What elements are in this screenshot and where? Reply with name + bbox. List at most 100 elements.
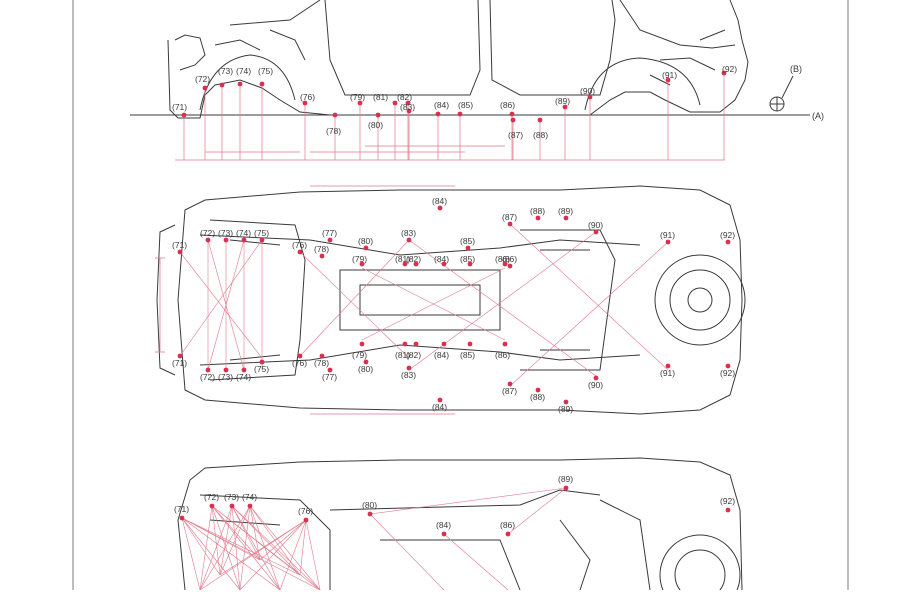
top-inner-lower-5: (85) — [460, 341, 475, 360]
bottom-point-1-dot — [179, 515, 185, 521]
top-inner-lower-1-label: (79) — [352, 350, 367, 360]
side-point-76: (76) — [300, 92, 315, 106]
top-inner-upper-4-dot — [441, 261, 447, 267]
top-lower-point-8-label: (77) — [322, 372, 337, 382]
bottom-diagonal-37 — [443, 533, 509, 591]
bottom-point-6: (80) — [362, 500, 377, 517]
top-inner-upper-6-label: (86) — [495, 254, 510, 264]
bottom-point-10-label: (92) — [720, 496, 735, 506]
side-point-74: (74) — [236, 66, 251, 87]
bottom-point-2-dot — [209, 503, 215, 509]
bottom-point-7-label: (84) — [436, 520, 451, 530]
bottom-point-2-label: (72) — [204, 492, 219, 502]
side-front-wheel-arch — [199, 54, 296, 111]
top-inner-lower-2: (81) — [395, 341, 410, 360]
side-point-83-dot — [406, 108, 412, 114]
top-lower-point-14: (89) — [558, 399, 573, 414]
top-inner-lower-3-label: (82) — [406, 350, 421, 360]
bottom-point-3-label: (73) — [224, 492, 239, 502]
top-lower-point-3-label: (73) — [218, 372, 233, 382]
side-point-78-label: (78) — [326, 126, 341, 136]
side-point-80: (80) — [368, 112, 383, 130]
top-upper-point-1-dot — [177, 249, 183, 255]
top-upper-point-13-dot — [507, 263, 513, 269]
side-point-84-label: (84) — [434, 100, 449, 110]
top-inner-lower-3: (82) — [406, 341, 421, 360]
top-upper-point-15-dot — [535, 215, 541, 221]
side-point-87-dot — [510, 117, 516, 123]
side-point-85-dot — [457, 111, 463, 117]
side-point-84: (84) — [434, 100, 449, 117]
top-lower-point-13-dot — [535, 387, 541, 393]
side-point-81-dot — [392, 100, 398, 106]
top-upper-point-7-label: (78) — [314, 244, 329, 254]
bottom-diagonal-22 — [199, 505, 251, 591]
top-upper-point-3: (73) — [218, 228, 233, 243]
top-diagonal-11 — [509, 223, 669, 371]
bottom-point-9-label: (89) — [558, 474, 573, 484]
bottom-point-9: (89) — [558, 474, 573, 491]
top-upper-point-4-label: (74) — [236, 228, 251, 238]
bottom-diagonal-35 — [219, 519, 307, 576]
top-lower-point-17: (92) — [720, 363, 735, 378]
top-lower-point-2-dot — [205, 367, 211, 373]
side-point-81: (81) — [373, 92, 398, 106]
side-point-79: (79) — [350, 92, 365, 106]
top-lower-point-1-dot — [177, 353, 183, 359]
top-upper-point-8: (77) — [322, 228, 337, 243]
top-upper-point-11: (84) — [432, 196, 447, 211]
top-lower-point-6-label: (76) — [292, 358, 307, 368]
side-rear-wheel-arch — [584, 57, 701, 111]
top-lower-point-5-label: (75) — [254, 364, 269, 374]
top-inner-lower-5-dot — [467, 341, 473, 347]
side-point-79-label: (79) — [350, 92, 365, 102]
top-upper-point-17: (90) — [588, 220, 603, 235]
top-upper-point-19: (92) — [720, 230, 735, 245]
top-lower-point-11: (84) — [432, 397, 447, 412]
bottom-diagonal-8 — [199, 505, 213, 591]
top-diagonal-5 — [299, 251, 410, 359]
side-roof-line — [229, 0, 321, 26]
bottom-diagonal-25 — [249, 505, 321, 591]
side-point-73: (73) — [218, 66, 233, 88]
top-inner-upper-5-label: (85) — [460, 254, 475, 264]
bottom-point-8: (86) — [500, 520, 515, 537]
top-upper-point-3-dot — [223, 237, 229, 243]
top-inner-lower-1-dot — [359, 341, 365, 347]
bottom-point-9-dot — [563, 485, 569, 491]
top-upper-point-1-label: (71) — [172, 240, 187, 250]
top-inner-lower-1: (79) — [352, 341, 367, 360]
side-point-83-label: (83) — [400, 102, 415, 112]
bottom-point-10: (92) — [720, 496, 735, 513]
top-inner-upper-2: (81) — [395, 254, 410, 267]
bottom-diagonal-31 — [279, 519, 307, 591]
bottom-diagonal-23 — [239, 505, 251, 591]
top-inner-lower-2-label: (81) — [395, 350, 410, 360]
side-point-88-label: (88) — [533, 130, 548, 140]
side-point-73-label: (73) — [218, 66, 233, 76]
top-lower-point-7-dot — [319, 353, 325, 359]
bottom-point-5-label: (76) — [298, 506, 313, 516]
top-upper-point-14-label: (87) — [502, 212, 517, 222]
side-point-83: (83) — [400, 102, 415, 114]
top-upper-point-11-dot — [437, 205, 443, 211]
top-lower-point-12-label: (87) — [502, 386, 517, 396]
top-inner-upper-2-label: (81) — [395, 254, 410, 264]
bottom-diagonal-3 — [181, 517, 281, 591]
top-lower-point-11-label: (84) — [432, 402, 447, 412]
top-upper-point-11-label: (84) — [432, 196, 447, 206]
top-lower-point-2-label: (72) — [200, 372, 215, 382]
top-front-structure — [209, 219, 306, 381]
side-measure-points: (71)(72)(73)(74)(75)(76)(78)(79)(80)(81)… — [172, 64, 824, 140]
top-lower-point-17-label: (92) — [720, 368, 735, 378]
top-upper-point-13-label: (86) — [502, 254, 517, 264]
top-upper-point-14-dot — [507, 221, 513, 227]
top-inner-upper-1-label: (79) — [352, 254, 367, 264]
side-point-78-dot — [332, 112, 338, 118]
side-a-pillar — [324, 0, 481, 96]
bottom-diagonal-7 — [181, 517, 221, 576]
side-point-80-dot — [375, 112, 381, 118]
top-lower-point-10-label: (83) — [401, 370, 416, 380]
bottom-diagonal-15 — [199, 505, 233, 591]
bottom-diagonal-2 — [181, 517, 241, 591]
